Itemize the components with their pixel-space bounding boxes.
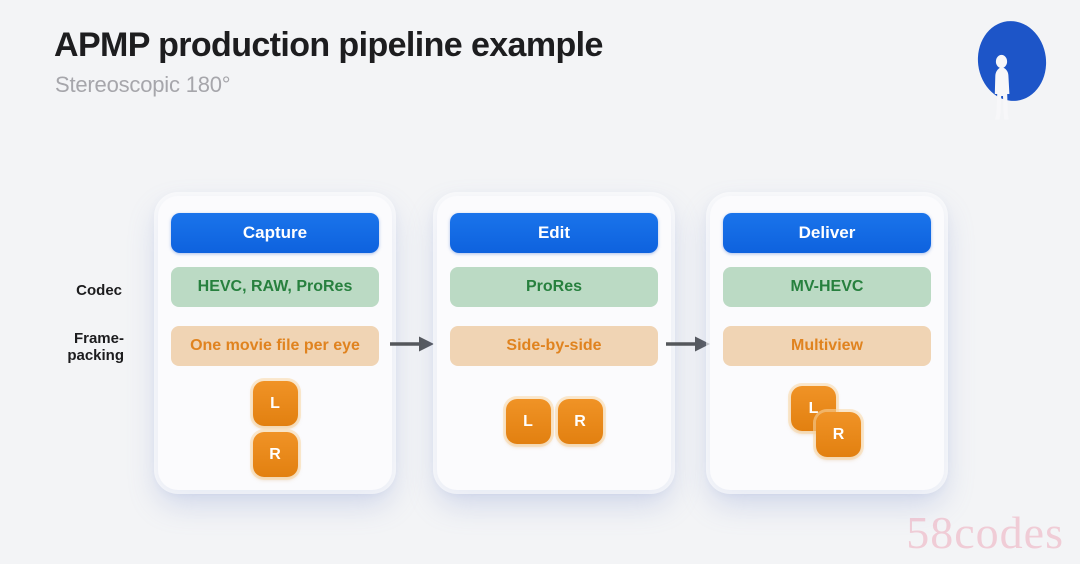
page-title: APMP production pipeline example [54, 26, 603, 64]
codec-value-edit: ProRes [450, 267, 658, 307]
frame-packing-value-deliver: Multiview [723, 326, 931, 366]
frame-packing-value-capture: One movie file per eye [171, 326, 379, 366]
eye-frames-edit: L R [450, 399, 658, 444]
eye-frames-capture: L R [171, 381, 379, 477]
right-eye-frame: R [252, 432, 298, 477]
codec-value-capture: HEVC, RAW, ProRes [171, 267, 379, 307]
frame-packing-value-edit: Side-by-side [450, 326, 658, 366]
stage-header-deliver: Deliver [723, 213, 931, 253]
stage-card-deliver: Deliver MV-HEVC Multiview L R [710, 196, 944, 490]
person-in-circle-icon [977, 21, 1047, 120]
page-subtitle: Stereoscopic 180° [55, 72, 231, 97]
right-eye-frame: R [816, 412, 861, 457]
row-label-frame-packing: Frame-packing [67, 330, 124, 364]
stage-header-capture: Capture [171, 213, 379, 253]
left-eye-frame: L [252, 381, 298, 426]
stage-card-edit: Edit ProRes Side-by-side L R [437, 196, 671, 490]
stage-header-edit: Edit [450, 213, 658, 253]
watermark: 58codes [906, 507, 1064, 558]
row-label-codec: Codec [76, 282, 122, 299]
left-eye-frame: L [791, 386, 836, 431]
stage-card-capture: Capture HEVC, RAW, ProRes One movie file… [158, 196, 392, 490]
codec-value-deliver: MV-HEVC [723, 267, 931, 307]
right-eye-frame: R [557, 399, 603, 444]
flow-arrow-capture-to-edit [390, 336, 434, 352]
left-eye-frame: L [505, 399, 551, 444]
eye-frames-deliver: L R [723, 386, 931, 461]
flow-arrow-edit-to-deliver [666, 336, 710, 352]
